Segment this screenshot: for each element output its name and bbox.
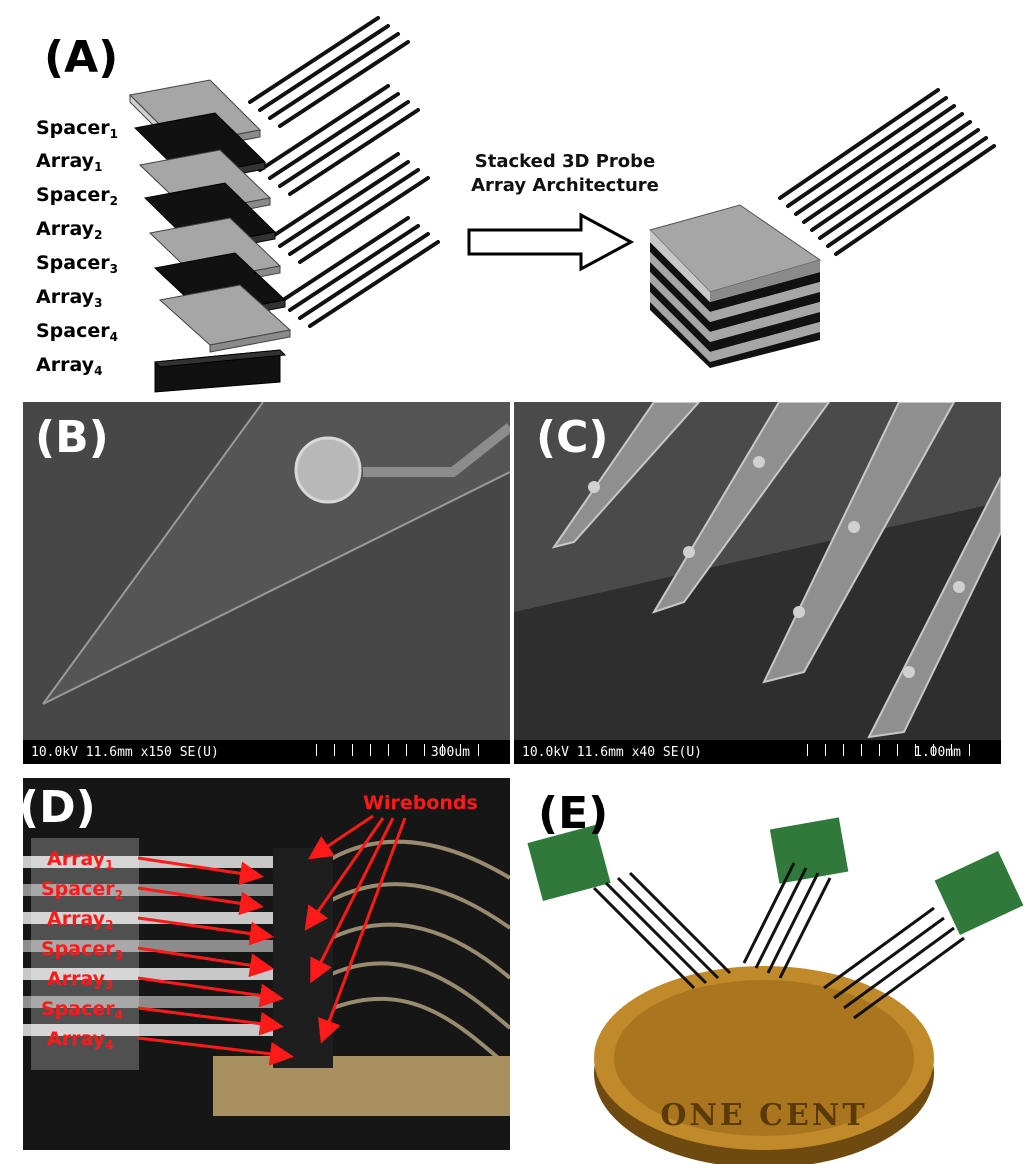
scalebar-ticks <box>807 744 987 756</box>
scalebar-info: 10.0kV 11.6mm x150 SE(U) <box>31 745 219 760</box>
scalebar-info: 10.0kV 11.6mm x40 SE(U) <box>522 745 703 760</box>
layer-label: Spacer3 <box>36 252 118 276</box>
layer-label: Array4 <box>36 354 103 378</box>
pcb-boards <box>527 817 1024 935</box>
spacer-4-plate <box>158 284 292 353</box>
panel-d-photo: (D) Wirebonds Array1 Spacer2 Array2 Spac… <box>23 778 510 1150</box>
layer-label: Array1 <box>36 150 103 174</box>
layer-label: Array3 <box>47 968 114 992</box>
panel-e-photo: ONE CENT (E) <box>514 778 1024 1164</box>
scalebar-ticks <box>316 744 496 756</box>
assembly-arrow <box>467 212 635 272</box>
electrode-sites <box>588 456 965 678</box>
layer-label: Array2 <box>36 218 103 242</box>
layer-label: Spacer4 <box>36 320 118 344</box>
labels-backdrop <box>31 838 139 1070</box>
panel-b-sem-image: (B) 10.0kV 11.6mm x150 SE(U) 300um <box>23 402 510 764</box>
layer-label: Array2 <box>47 908 114 932</box>
layer-label: Spacer4 <box>41 998 123 1022</box>
probe-shanks <box>248 16 440 328</box>
coin-text: ONE CENT <box>660 1098 868 1133</box>
probe-shanks-drawing <box>514 402 1001 742</box>
wirebonds-label: Wirebonds <box>363 792 478 814</box>
assembled-stack-drawing <box>649 88 996 368</box>
panel-c-sem-image: (C) 10.0kV 11.6mm x40 SE(U) 1.00mm <box>514 402 1001 764</box>
panel-d-label: (D) <box>23 782 96 833</box>
assembled-block <box>649 204 822 368</box>
array-4-plate <box>153 349 287 393</box>
probe-tip-drawing <box>42 402 510 705</box>
panel-a: (A) Spacer1 Array1 Spacer2 Array2 Spacer… <box>0 0 1024 400</box>
probe-arrays <box>592 862 965 1020</box>
arrow-caption-line-2: Array Architecture <box>471 175 659 197</box>
panel-b-label: (B) <box>35 412 109 463</box>
panel-b-scalebar: 10.0kV 11.6mm x150 SE(U) 300um <box>23 740 510 764</box>
arrow-caption-line-1: Stacked 3D Probe <box>474 151 656 172</box>
coin-photo-drawing <box>527 817 1024 1164</box>
scalebar-length: 1.00mm <box>914 745 961 760</box>
panel-c-scalebar: 10.0kV 11.6mm x40 SE(U) 1.00mm <box>514 740 1001 764</box>
layer-label: Spacer2 <box>41 878 123 902</box>
scalebar-length: 300um <box>430 745 470 760</box>
assembled-shanks <box>778 88 996 256</box>
panel-e-label: (E) <box>538 788 609 839</box>
layer-label: Array1 <box>47 848 114 872</box>
stack-layers <box>23 856 313 1036</box>
panel-a-label: (A) <box>44 32 119 83</box>
layer-label: Array3 <box>36 286 103 310</box>
shanks <box>551 402 1001 739</box>
layer-label: Spacer2 <box>36 184 118 208</box>
panel-c-label: (C) <box>536 412 609 463</box>
layer-label: Spacer3 <box>41 938 123 962</box>
arrow-caption: Stacked 3D Probe Array Architecture <box>470 150 660 199</box>
layer-label: Spacer1 <box>36 117 118 141</box>
annotation-arrows <box>137 814 407 1066</box>
layer-label: Array4 <box>47 1028 114 1052</box>
exploded-stack-drawing <box>128 16 440 393</box>
